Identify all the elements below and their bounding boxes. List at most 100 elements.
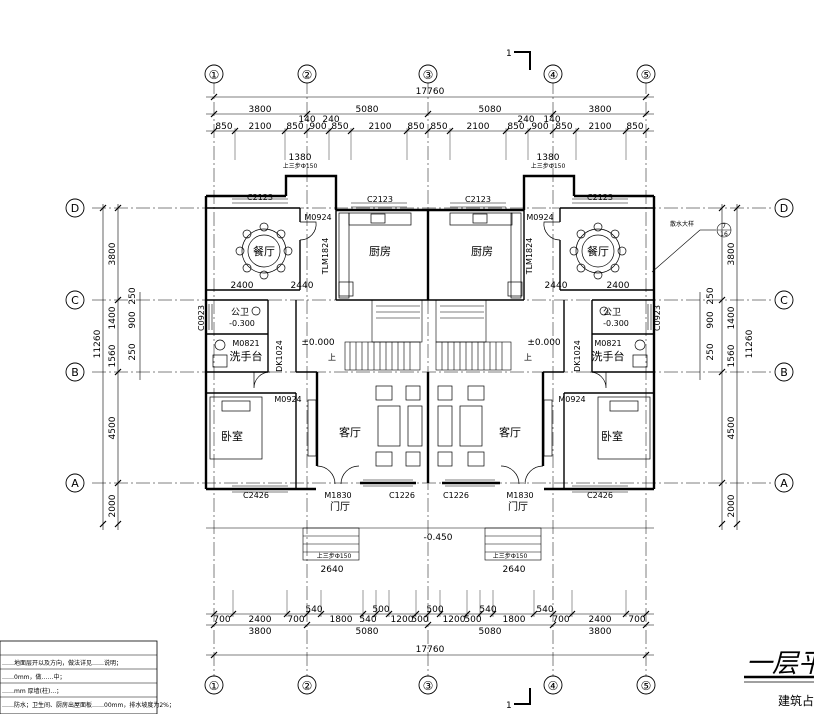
title-main: 一层平: [746, 649, 814, 679]
room-dining-right: 餐厅: [587, 244, 609, 258]
dim-left-4: 4500: [108, 416, 118, 439]
dim-top-small-2: 240: [322, 115, 339, 125]
tag-wc-level-left: -0.300: [229, 319, 255, 328]
dim-right-3: 1560: [727, 344, 737, 367]
dim-top-small-1: 140: [298, 115, 315, 125]
room-porch-left: 门厅: [330, 500, 350, 513]
extension-lines: [232, 128, 627, 617]
room-labels: 餐厅 餐厅 厨房 厨房 公卫 公卫 洗手台 洗手台 卧室 卧室 客厅 客厅 门厅…: [221, 244, 625, 513]
tag-c2426-left: C2426: [243, 491, 269, 500]
room-living-right: 客厅: [499, 425, 521, 439]
dim-left-1: 3800: [108, 242, 118, 265]
dim-overall-bottom: 17760: [416, 645, 445, 655]
tag-dk-left: DK1024: [275, 340, 284, 372]
dim-misc-1380-l: 1380: [289, 153, 312, 163]
stairs: [344, 299, 512, 371]
dim-right-4: 4500: [727, 416, 737, 439]
room-porch-right: 门厅: [508, 500, 528, 513]
dim-bot-16: 700: [552, 615, 569, 625]
axis-col-3-top: ③: [423, 68, 434, 82]
axis-row-a-left: A: [71, 477, 79, 490]
misc-dimensions: 1380 1380 2400 2440 2440 2400 2640 2640: [231, 153, 630, 575]
dim-left-2: 1400: [108, 306, 118, 329]
drain-callout: 散水大样 7 16: [651, 220, 732, 273]
dim-open-r4: 900: [531, 122, 548, 132]
tag-steps-left: 上三步Ф150: [317, 552, 352, 560]
dim-bot-14: 1800: [503, 615, 526, 625]
tag-outside-level: -0.450: [423, 533, 452, 543]
entry-steps: [206, 527, 654, 561]
drain-number: 7: [722, 223, 726, 230]
tag-dk-right: DK1024: [573, 340, 582, 372]
room-bed-right: 卧室: [601, 429, 623, 443]
axis-col-2-bottom: ②: [302, 679, 313, 693]
dim-open-r1: 850: [430, 122, 447, 132]
dim-top-small-3: 240: [517, 115, 534, 125]
dimension-ticks: [99, 93, 741, 659]
dim-left-5: 2000: [108, 494, 118, 517]
dim-bot-1: 700: [213, 615, 230, 625]
dim-bot-12: 500: [464, 615, 481, 625]
dim-misc-2440-l: 2440: [291, 281, 314, 291]
furniture: [209, 212, 651, 467]
room-kitchen-left: 厨房: [369, 245, 391, 258]
inner-walls: [206, 207, 654, 489]
tag-c2123-2: C2123: [367, 195, 393, 204]
axis-col-4-bottom: ④: [548, 679, 559, 693]
dim-bot-bay-1: 3800: [249, 627, 272, 637]
room-wash-left: 洗手台: [230, 349, 263, 363]
tag-c1226-left: C1226: [389, 491, 415, 500]
dim-left-total: 11260: [93, 329, 103, 358]
tag-m1830-left: M1830: [324, 491, 351, 500]
axis-row-d-right: D: [780, 202, 788, 215]
axis-bubbles: [65, 64, 794, 695]
dim-open-l5: 850: [331, 122, 348, 132]
dim-top-bay-3: 5080: [479, 105, 502, 115]
walls: [204, 174, 656, 491]
room-wc-right: 公卫: [603, 307, 621, 318]
element-tags: C2123 C2123 C2123 C2123 M0924 M0924 M092…: [197, 162, 662, 560]
dim-bot-8: 1200: [391, 615, 414, 625]
drain-ref: 16: [720, 231, 728, 238]
axis-row-b-left: B: [71, 366, 79, 379]
dim-bot-5: 1800: [330, 615, 353, 625]
windows: [208, 198, 652, 493]
dim-right-s1: 250: [706, 287, 716, 304]
tag-m0924-3: M0924: [274, 395, 301, 404]
axis-gridlines: [92, 80, 773, 688]
dim-open-r2: 2100: [467, 122, 490, 132]
title-sub: 建筑占: [778, 693, 814, 708]
section-marks: [514, 51, 531, 705]
dim-bot-6: 540: [359, 615, 376, 625]
left-dimensions: 3800 1400 1560 4500 2000 11260 250 900 2…: [93, 242, 138, 517]
tag-m0924-2: M0924: [526, 213, 553, 222]
dim-left-s1: 250: [128, 287, 138, 304]
dim-open-l4: 900: [309, 122, 326, 132]
dim-right-total: 11260: [745, 329, 755, 358]
dim-bot-17: 2400: [589, 615, 612, 625]
dim-top-small-4: 140: [543, 115, 560, 125]
axis-col-5-bottom: ⑤: [641, 679, 652, 693]
dim-open-r5: 850: [555, 122, 572, 132]
dim-stair-r: 2640: [503, 565, 526, 575]
tag-c1226-right: C1226: [443, 491, 469, 500]
tag-m0821-left: M0821: [232, 339, 259, 348]
dimension-lines: [102, 96, 738, 656]
dim-top-bay-4: 3800: [589, 105, 612, 115]
tag-up-right: 上: [524, 353, 532, 362]
tag-level-left: ±0.000: [301, 338, 335, 348]
tag-tlm-left: TLM1824: [321, 238, 330, 276]
tag-c2123-1: C2123: [247, 193, 273, 202]
dim-open-r3: 850: [507, 122, 524, 132]
dim-misc-2440-r: 2440: [545, 281, 568, 291]
axis-labels: ① ② ③ ④ ⑤ ① ② ③ ④ ⑤ D C B A D C B A: [71, 68, 788, 693]
room-wc-left: 公卫: [231, 307, 249, 318]
dim-open-r7: 850: [626, 122, 643, 132]
axis-col-1-bottom: ①: [209, 679, 220, 693]
room-living-left: 客厅: [339, 425, 361, 439]
dim-right-1: 3800: [727, 242, 737, 265]
doors: [253, 221, 607, 485]
axis-col-3-bottom: ③: [423, 679, 434, 693]
tag-m0924-4: M0924: [558, 395, 585, 404]
